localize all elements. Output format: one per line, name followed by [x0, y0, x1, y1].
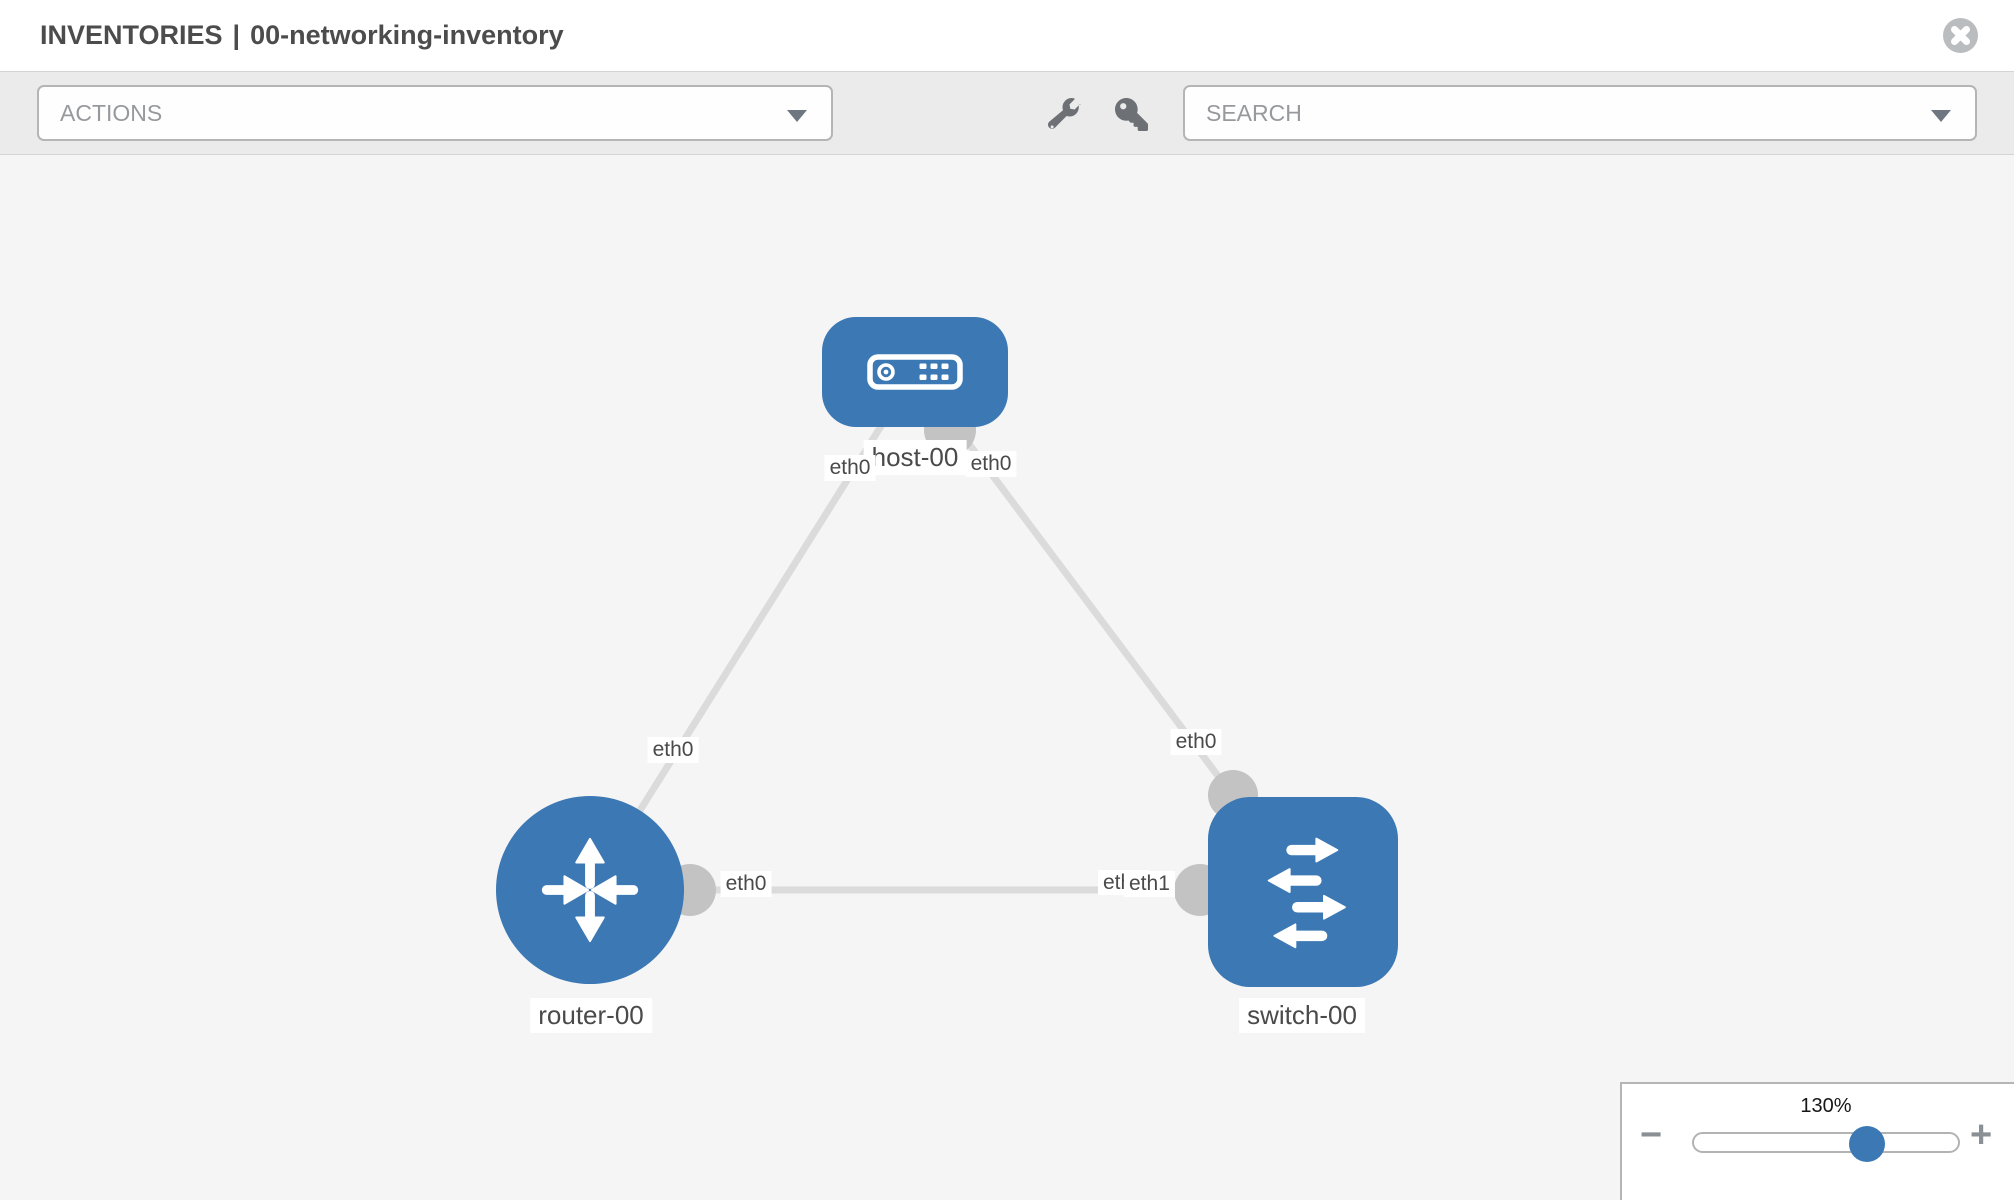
topology-canvas[interactable]: host-00 router-00 switch-00 eth0 eth0 et…	[0, 155, 2014, 1200]
router-crossed-arrows-icon	[541, 837, 639, 943]
actions-dropdown-label: ACTIONS	[60, 100, 163, 126]
zoom-slider-track[interactable]	[1692, 1132, 1960, 1153]
window-header: INVENTORIES | 00-networking-inventory	[0, 0, 2014, 72]
search-dropdown-label: SEARCH	[1206, 100, 1302, 126]
interface-label-router-eth0-side: eth0	[720, 871, 772, 897]
interface-label-host-eth0-left: eth0	[824, 455, 876, 481]
zoom-out-button[interactable]: −	[1640, 1116, 1662, 1154]
interface-label-switch-eth1-side: eth1	[1124, 871, 1175, 897]
wrench-icon	[1047, 97, 1081, 129]
zoom-panel: 130% − +	[1620, 1082, 2014, 1200]
chevron-down-icon	[787, 110, 807, 122]
topology-toolbar: ACTIONS SEARCH	[0, 72, 2014, 155]
interface-label-host-eth0-right: eth0	[965, 451, 1017, 477]
credentials-button[interactable]	[1111, 94, 1151, 134]
node-label-switch: switch-00	[1239, 998, 1365, 1033]
page-title-separator: |	[232, 20, 241, 50]
node-label-router: router-00	[530, 998, 652, 1033]
page-title-secondary: 00-networking-inventory	[250, 20, 564, 50]
close-icon	[1951, 26, 1970, 45]
interface-label-router-eth0-top: eth0	[647, 737, 699, 763]
page-title-primary: INVENTORIES	[40, 20, 223, 50]
node-router-00[interactable]	[496, 796, 684, 984]
configure-button[interactable]	[1044, 94, 1084, 134]
close-button[interactable]	[1943, 18, 1978, 53]
key-icon	[1114, 97, 1148, 131]
server-icon	[867, 354, 963, 390]
switch-arrows-icon	[1267, 837, 1346, 949]
plus-icon: +	[1970, 1114, 1993, 1156]
minus-icon: −	[1640, 1114, 1663, 1156]
interface-label-switch-overlap: eth0 eth1	[1098, 870, 1175, 897]
page-title: INVENTORIES | 00-networking-inventory	[40, 0, 564, 71]
chevron-down-icon	[1931, 110, 1951, 122]
interface-label-switch-eth0-top: eth0	[1170, 729, 1222, 755]
zoom-slider-handle[interactable]	[1849, 1126, 1885, 1162]
node-host-00[interactable]	[822, 317, 1008, 427]
actions-dropdown[interactable]: ACTIONS	[37, 85, 833, 141]
zoom-level-value: 130%	[1800, 1095, 1852, 1117]
node-switch-00[interactable]	[1208, 797, 1398, 987]
links-layer	[587, 369, 1258, 916]
zoom-in-button[interactable]: +	[1970, 1116, 1992, 1154]
search-dropdown[interactable]: SEARCH	[1183, 85, 1977, 141]
node-label-host: host-00	[863, 440, 967, 475]
